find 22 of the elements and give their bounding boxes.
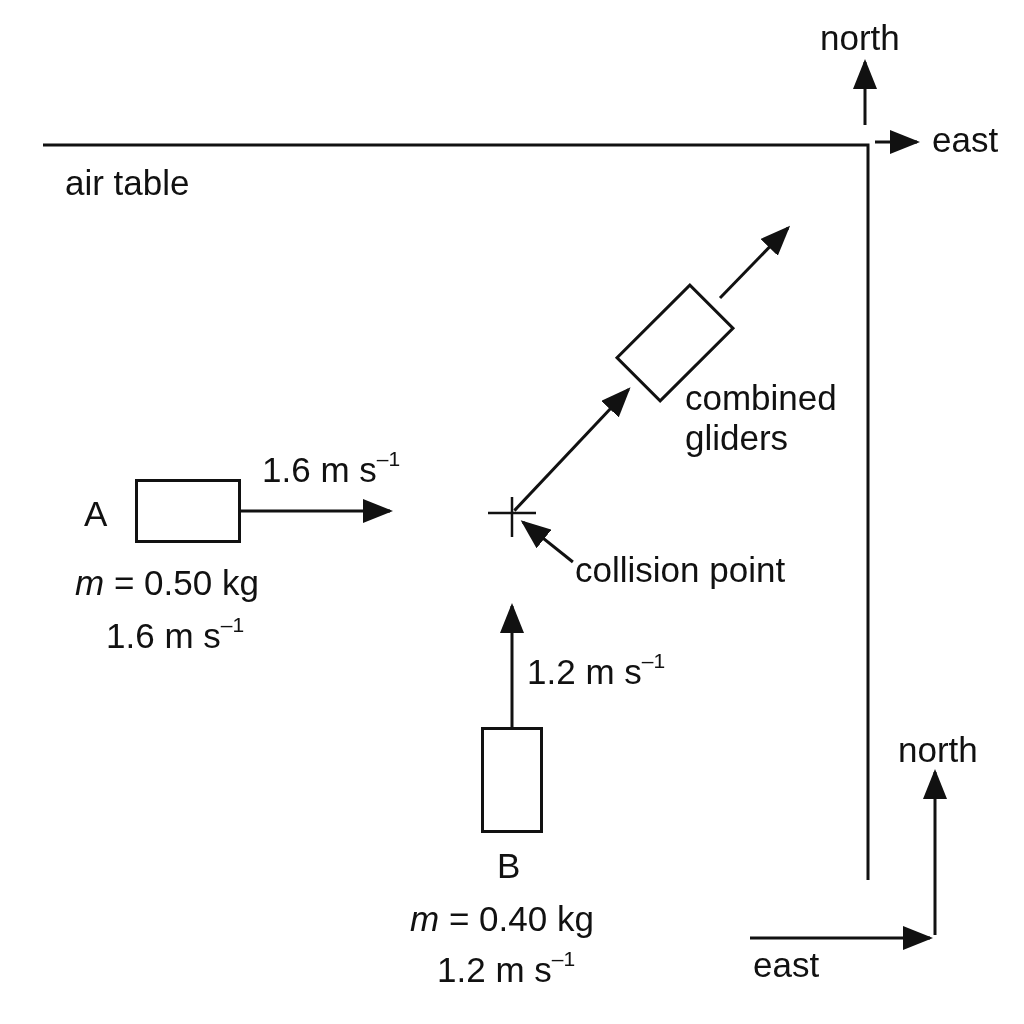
leader-line xyxy=(520,520,574,564)
direction-label: north xyxy=(820,18,900,59)
velocity-arrow xyxy=(513,387,631,512)
glider-box xyxy=(135,479,241,543)
glider-value: m = 0.50 kg xyxy=(75,563,259,604)
velocity-arrow xyxy=(500,603,524,727)
edge-label: 1.2 m s$^{–1}$ xyxy=(527,652,666,693)
glider-label: A xyxy=(84,494,108,535)
glider-value: 1.6 m s$^{–1}$ xyxy=(106,616,245,657)
direction-label: north xyxy=(898,730,978,771)
glider-label: B xyxy=(497,846,521,887)
table-label: air table xyxy=(65,163,190,204)
direction-label: east xyxy=(932,120,999,161)
direction-label: east xyxy=(753,945,820,986)
glider-box xyxy=(481,727,543,833)
velocity-arrow xyxy=(241,499,393,523)
glider-label: combined gliders xyxy=(685,378,838,459)
edge-label: 1.6 m s$^{–1}$ xyxy=(262,450,401,491)
velocity-arrow xyxy=(718,225,791,300)
glider-value: m = 0.40 kg xyxy=(410,899,594,940)
callout-text: collision point xyxy=(575,550,786,591)
glider-value: 1.2 m s$^{–1}$ xyxy=(437,950,576,991)
